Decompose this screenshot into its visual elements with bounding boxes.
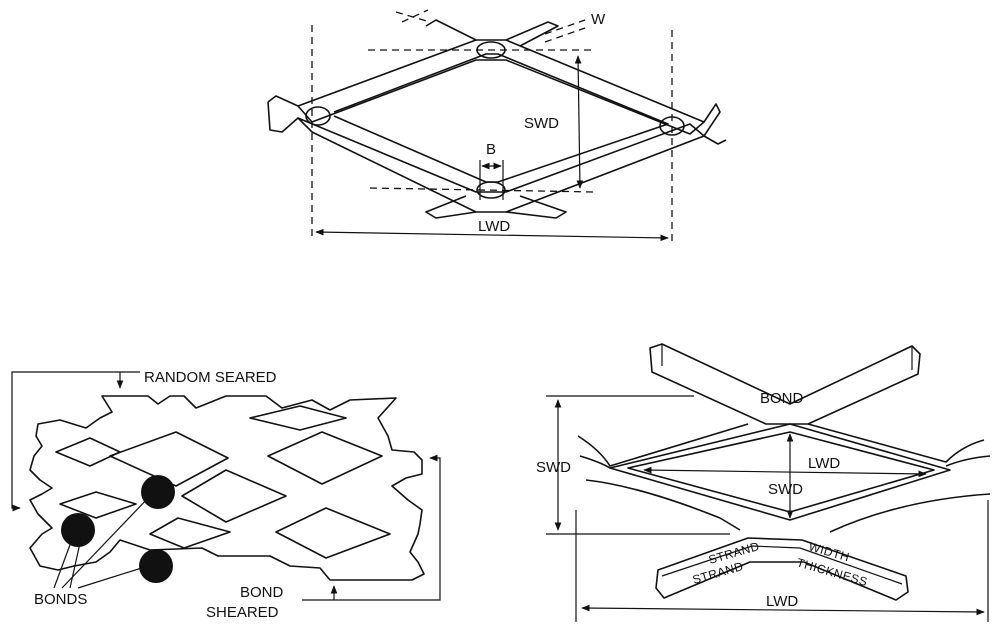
right-bottom-strand-mid [661,545,903,585]
bond-dot-3 [139,549,173,583]
bonds-leader-4 [53,533,75,589]
left-diamond-5 [149,517,231,549]
right-sheet-bottom [585,479,991,533]
right-swd-outer-label: SWD [536,459,571,476]
right-top-crossing [649,343,921,425]
right-lwd-bottom-arrow [581,604,985,616]
bonds-label: BONDS [34,591,87,608]
right-top-crossing-edges [661,344,913,370]
right-sheet-top [577,423,985,467]
top-swd-label: SWD [524,115,559,132]
right-lwd-inner-label: LWD [808,455,840,472]
left-frame-line [11,371,140,512]
bonds-leader-2 [69,533,83,589]
top-diamond-diagram: W B SWD LWD [267,9,727,245]
top-bond-left [305,106,331,126]
right-bond-label: BOND [760,390,804,407]
right-bottom-strand [655,537,909,601]
top-w-dash-b [401,9,429,23]
top-w-label: W [591,11,606,28]
top-lower-dash [369,187,596,193]
left-diamond-7 [55,437,121,467]
right-sheet-sides [579,455,991,469]
top-bond-right [659,116,685,136]
top-b-label: B [486,141,496,158]
top-bond-bottom [476,181,506,199]
top-lwd-arrow [315,228,669,242]
bond-dot-1 [141,475,175,509]
right-frame-line [302,454,441,601]
right-swd-inner-label: SWD [768,481,803,498]
left-diamond-1 [109,431,229,487]
left-diamond-4 [275,507,391,559]
top-end-ur [505,21,559,47]
left-mesh-diagram: RANDOM SEARED BONDS BOND SHEARED [11,369,441,621]
top-bond-top [476,41,506,59]
right-strand-diagram: BOND SWD SWD LWD LWD STRAND STRAND WIDTH… [536,343,991,622]
random-seared-label: RANDOM SEARED [144,369,277,386]
left-diamond-2 [267,431,383,485]
right-inner-diamond [609,423,951,521]
top-end-left [267,95,299,133]
top-inner-diamond [333,53,669,183]
top-w-dash-c [544,19,586,35]
left-diamond-8 [249,405,347,431]
top-upper-strands [297,39,705,135]
bond-dot-2 [61,513,95,547]
bonds-leader-1 [61,495,151,589]
right-inner-diamond-2 [627,431,935,513]
bond-label: BOND [240,584,284,601]
left-diamond-6 [59,491,137,519]
left-mesh-outline [29,395,425,581]
left-diamond-3 [181,469,287,523]
top-lwd-label: LWD [478,218,510,235]
sheared-label: SHEARED [206,604,279,621]
right-lwd-bottom-label: LWD [766,593,798,610]
right-lwd-inner-arrow [643,466,927,478]
top-swd-arrow [574,55,584,189]
top-end-bottom [425,195,567,219]
bonds-leader-3 [77,565,149,589]
top-end-right [703,103,727,145]
top-end-ul [425,19,477,41]
